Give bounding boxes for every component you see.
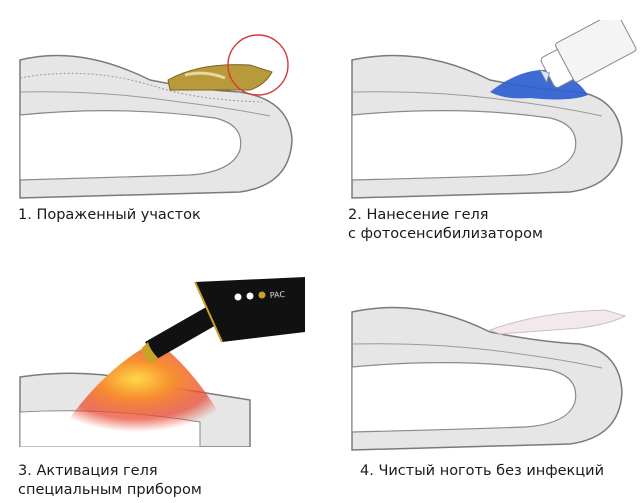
step-2-caption: 2. Нанесение геля с фотосенсибилизатором (348, 206, 543, 244)
activation-device-icon (142, 277, 305, 364)
step-4-title: 4. Чистый ноготь без инфекций (360, 463, 605, 479)
step-1-caption: 1. Пораженный участок (18, 206, 201, 225)
panel-clean-nail (351, 306, 627, 451)
step-3-title: 3. Активация геля (18, 463, 158, 479)
step-3-caption: 3. Активация геля специальным прибором (18, 462, 202, 500)
light-beam (60, 344, 230, 432)
healthy-nail (488, 309, 627, 335)
panel-gel-activation: PAC (19, 277, 305, 447)
toe-cross-section (19, 54, 293, 199)
panel-infected-area (19, 34, 293, 199)
step-4-caption: 4. Чистый ноготь без инфекций (360, 462, 604, 481)
gel-tube-icon (539, 20, 637, 88)
toe-cross-section (351, 306, 623, 451)
step-2-title: 2. Нанесение геля (348, 207, 489, 223)
step-1-title: 1. Пораженный участок (18, 207, 201, 223)
panel-gel-application (351, 20, 637, 199)
device-label: PAC (270, 290, 286, 300)
highlight-circle (227, 34, 289, 96)
step-3-subtitle: специальным прибором (18, 482, 202, 498)
step-2-subtitle: с фотосенсибилизатором (348, 226, 543, 242)
